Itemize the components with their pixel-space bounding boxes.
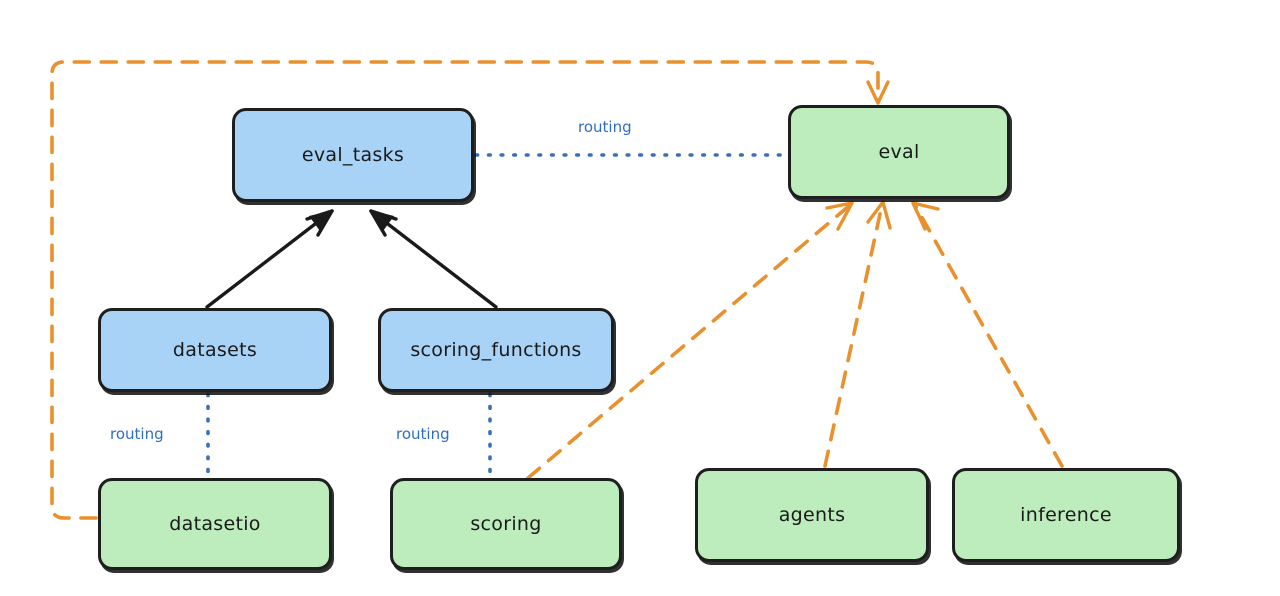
edge-datasets-to-eval-tasks [205, 209, 334, 309]
node-scoring[interactable]: scoring [390, 478, 622, 570]
node-eval-label: eval [878, 141, 920, 163]
node-inference[interactable]: inference [952, 468, 1180, 562]
edge-scoring-to-eval [526, 201, 854, 480]
node-datasets[interactable]: datasets [98, 308, 332, 392]
node-agents[interactable]: agents [695, 468, 929, 562]
edge-inference-to-eval [911, 201, 1064, 468]
edge-agents-to-eval [823, 200, 892, 468]
edge-label-routing-scoring-functions-scoring: routing [396, 425, 450, 443]
node-eval-tasks-label: eval_tasks [301, 144, 405, 166]
node-scoring-functions-label: scoring_functions [410, 339, 582, 361]
edge-datasetio-to-eval [50, 60, 890, 520]
node-scoring-label: scoring [470, 513, 542, 535]
node-eval-tasks[interactable]: eval_tasks [232, 108, 474, 202]
node-agents-label: agents [778, 504, 846, 526]
node-eval[interactable]: eval [788, 105, 1010, 199]
edge-label-routing-eval-tasks-eval: routing [578, 118, 632, 136]
node-datasetio-label: datasetio [169, 513, 261, 535]
node-datasets-label: datasets [172, 339, 258, 361]
node-inference-label: inference [1020, 504, 1112, 526]
edge-scoring-functions-to-eval-tasks [369, 209, 498, 309]
edge-label-routing-datasets-datasetio: routing [110, 425, 164, 443]
node-scoring-functions[interactable]: scoring_functions [378, 308, 614, 392]
node-datasetio[interactable]: datasetio [98, 478, 332, 570]
